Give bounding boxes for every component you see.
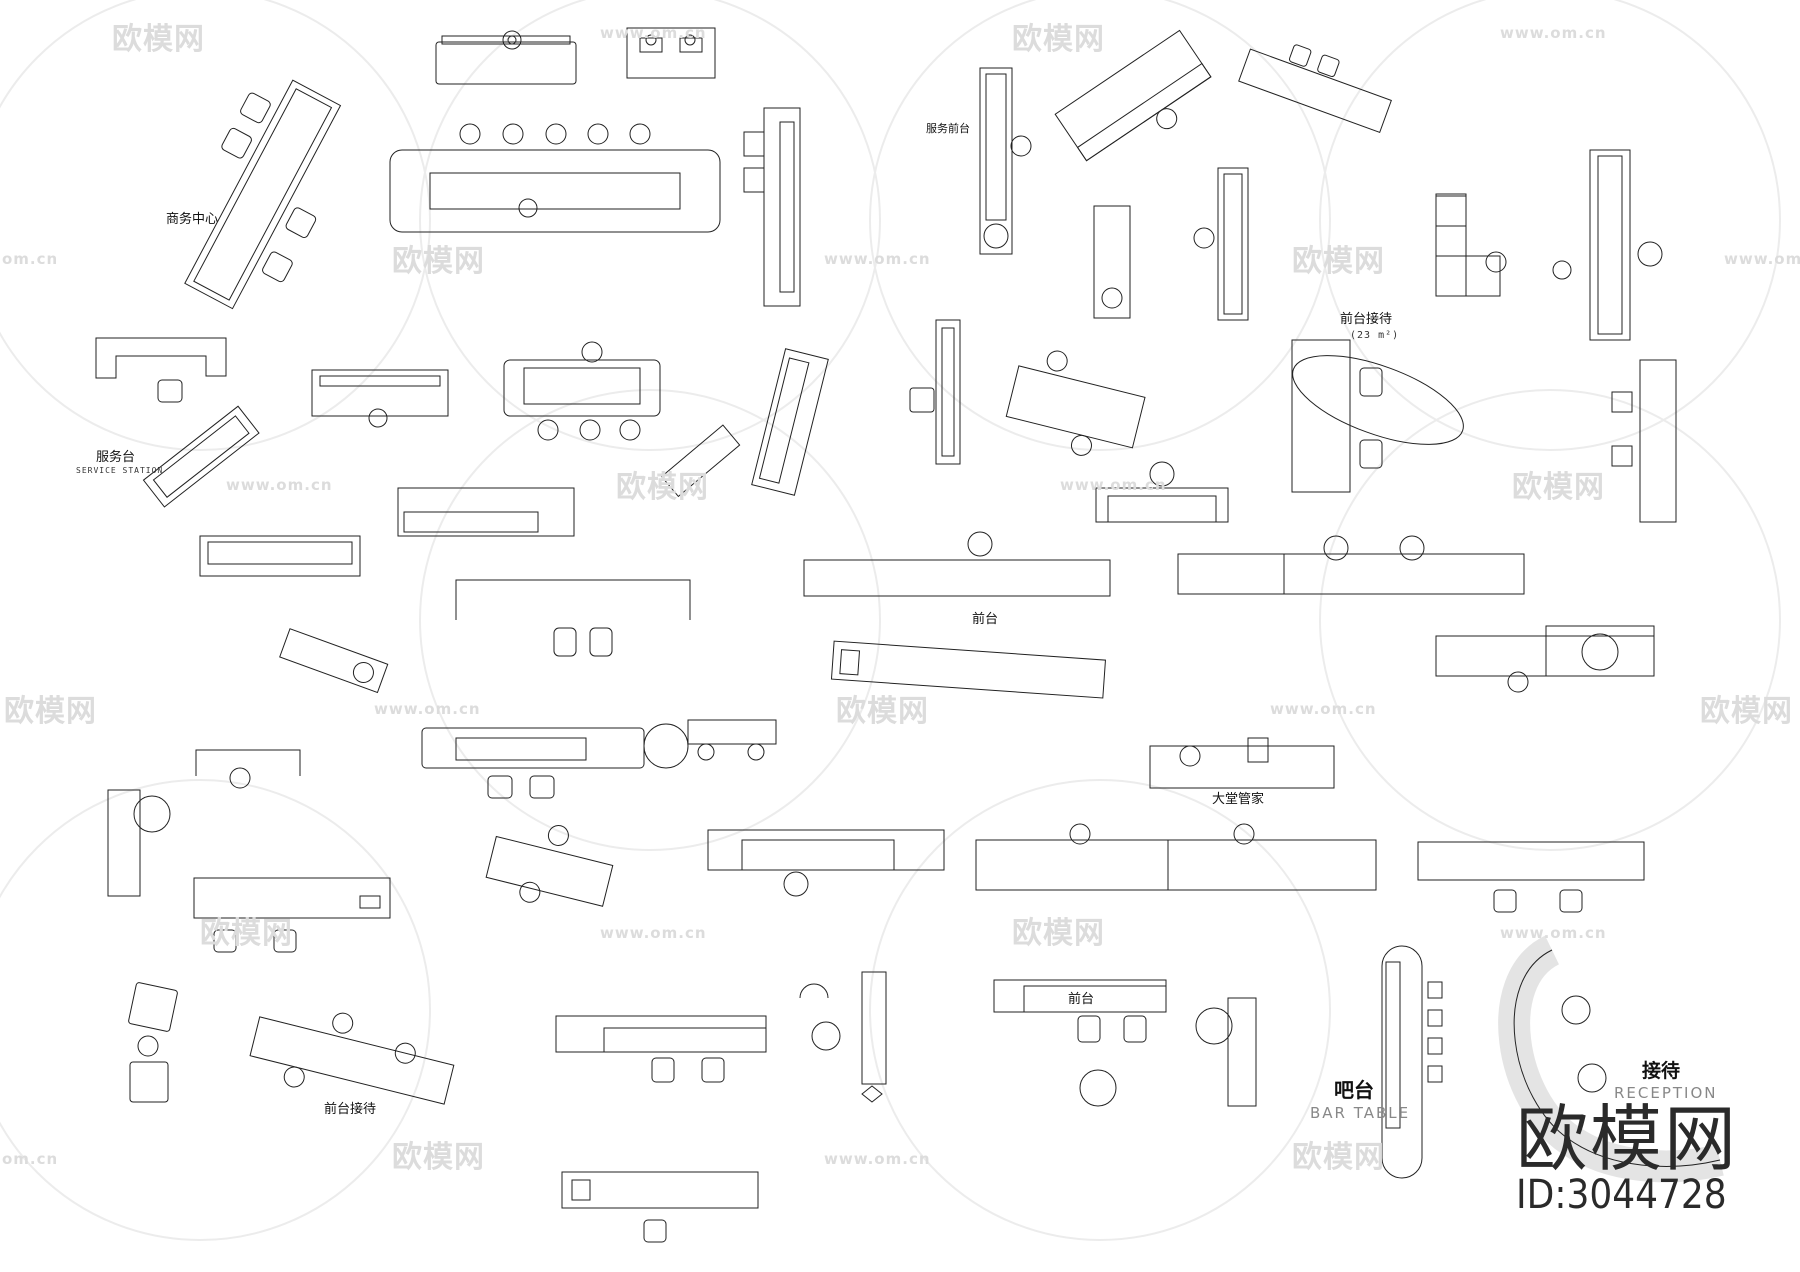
label-service-front-desk: 服务前台: [926, 122, 970, 135]
label-service-station: SERVICE STATION: [76, 466, 164, 475]
bar-counter-block: [389, 123, 721, 233]
label-business-center: 商务中心: [166, 212, 219, 227]
watermark-logo: 欧模网: [112, 22, 205, 57]
rounded-desk-01: [421, 723, 689, 799]
watermark-url: www.om.cn: [824, 250, 931, 268]
cabinet-block-03: [1611, 359, 1677, 523]
round-table-chair: [799, 971, 887, 1103]
watermark-logo: 欧模网: [1012, 916, 1105, 951]
label-area-note: (23 m²): [1350, 330, 1400, 341]
long-desk-04: [555, 1015, 767, 1083]
front-desk-3: [993, 979, 1167, 1107]
angled-desk-07: [485, 824, 614, 907]
l-desk-left: [95, 337, 227, 403]
double-desk: [975, 823, 1377, 891]
reception-desk-tall: [1552, 149, 1663, 341]
stone-counter-02: [503, 341, 661, 441]
label-service-desk: 服务台: [96, 450, 136, 465]
label-reception: 接待: [1642, 1060, 1681, 1082]
desk-block-04: [1095, 461, 1229, 523]
watermark-logo: 欧模网: [392, 1140, 485, 1175]
stone-counter-03: [397, 487, 575, 537]
small-desk-02: [687, 719, 777, 761]
watermark-logo: 欧模网: [1012, 22, 1105, 57]
cabinet-block-05: [1195, 997, 1257, 1107]
service-front-desk: [979, 67, 1032, 255]
watermark-logo: 欧模网: [616, 470, 709, 505]
desk-block-01: [435, 30, 577, 85]
front-reception-desk-2: [249, 1012, 455, 1105]
watermark-url: www.om.cn: [600, 924, 707, 942]
watermark-url: www.om.cn: [1060, 476, 1167, 494]
long-desk-angled: [830, 640, 1106, 699]
watermark-logo: 欧模网: [1700, 694, 1793, 729]
watermark-url: www.om.cn: [374, 700, 481, 718]
desk-block-03: [311, 369, 449, 428]
watermark-url: www.om.cn: [1724, 250, 1800, 268]
watermark-url: www.om.cn: [1270, 700, 1377, 718]
label-front-desk-2: 前台: [1068, 992, 1095, 1007]
watermark-url: om.cn: [2, 1150, 59, 1168]
tall-desk-02: [909, 319, 961, 465]
front-desk-marble: [1177, 535, 1525, 595]
reception-curved-desk: [1498, 935, 1724, 1183]
asset-id: ID:3044728: [1516, 1172, 1727, 1218]
watermark-logo: 欧模网: [1292, 244, 1385, 279]
angled-desk-03: [751, 348, 829, 496]
front-reception-room: [1291, 339, 1383, 493]
desk-block-06: [1435, 625, 1655, 693]
tall-cabinet-01: [743, 107, 801, 307]
watermark-url: om.cn: [2, 250, 59, 268]
label-reception-en: RECEPTION: [1614, 1084, 1718, 1102]
watermark-url: www.om.cn: [1500, 24, 1607, 42]
label-lobby-manager: 大堂管家: [1212, 792, 1265, 807]
watermark-arcs: [0, 0, 1781, 1241]
stone-counter-04: [199, 535, 361, 577]
desk-block-02: [626, 27, 716, 79]
long-desk-03: [193, 877, 391, 953]
small-desk-03: [195, 749, 301, 789]
angled-counter-02: [1238, 44, 1392, 134]
label-bar: 吧台: [1334, 1078, 1374, 1102]
watermark-url: www.om.cn: [824, 1150, 931, 1168]
watermark-logo: 欧模网: [200, 916, 293, 951]
lobby-manager-desk: [1149, 737, 1335, 789]
watermark-logo: 欧模网: [836, 694, 929, 729]
long-desk-05: [561, 1171, 759, 1243]
angled-desk-05: [660, 424, 741, 498]
watermark-logo: 欧模网: [1292, 1140, 1385, 1175]
angled-counter-01: [1054, 29, 1212, 162]
lounge-chairs: [128, 982, 178, 1103]
business-center-desk: [184, 79, 342, 310]
l-desk-block: [1435, 193, 1507, 297]
watermark-url: www.om.cn: [226, 476, 333, 494]
long-desk-02: [707, 829, 945, 897]
watermark-url: www.om.cn: [1500, 924, 1607, 942]
watermark-url: www.om.cn: [600, 24, 707, 42]
cabinet-block-02: [1093, 167, 1249, 321]
oval-reception-desk: [1292, 355, 1464, 445]
bar-table-curved: [1381, 945, 1443, 1179]
brand-logo-text: 欧模网: [1516, 1097, 1739, 1181]
angled-desk-06: [279, 628, 389, 694]
front-desk-stone: [803, 531, 1111, 597]
desk-block-05: [455, 579, 691, 657]
watermark-logo: 欧模网: [392, 244, 485, 279]
desk-block-07: [1417, 841, 1645, 913]
service-station-desk: [142, 405, 260, 508]
angled-desk-04: [1005, 350, 1146, 456]
label-front-reception-area: 前台接待: [1340, 312, 1393, 327]
label-bar-table: BAR TABLE: [1310, 1104, 1411, 1122]
cabinet-block-04: [107, 789, 171, 897]
label-front-desk-1: 前台: [972, 612, 999, 627]
label-front-reception-2: 前台接待: [324, 1102, 377, 1117]
watermark-logo: 欧模网: [1512, 470, 1605, 505]
watermark-logo: 欧模网: [4, 694, 97, 729]
